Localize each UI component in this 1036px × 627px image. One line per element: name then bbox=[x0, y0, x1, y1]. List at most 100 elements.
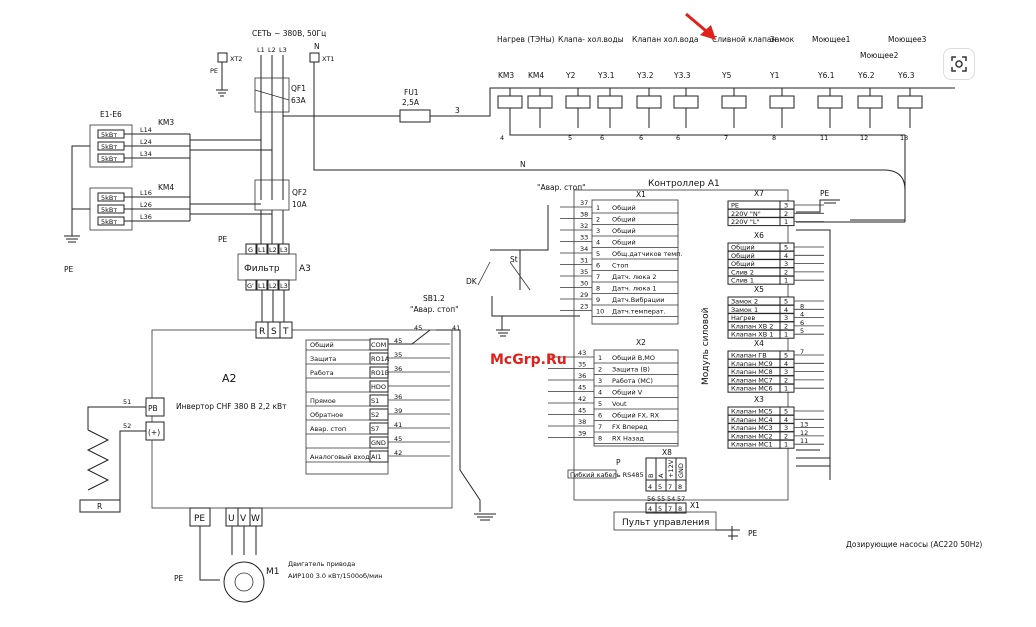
sensor-return bbox=[491, 296, 580, 330]
io-pin-box bbox=[369, 352, 389, 365]
load-ref: Y6.1 bbox=[817, 71, 835, 80]
filter-out-label: G' bbox=[247, 282, 254, 290]
io-pin-label: S7 bbox=[371, 425, 379, 433]
io-pin-box bbox=[369, 394, 389, 407]
connector-wire-number: 13 bbox=[800, 421, 808, 429]
x1-wire-number: 31 bbox=[580, 257, 588, 265]
connector-wire-number: 8 bbox=[800, 302, 804, 310]
x1-row-label: Датч. люка 1 bbox=[612, 285, 657, 293]
load-caption: Клапа- хол.воды bbox=[558, 35, 624, 44]
neutral-wire-label: N bbox=[520, 160, 526, 169]
inverter-a2 bbox=[151, 329, 453, 509]
qf1-switch-mark bbox=[254, 89, 290, 101]
io-row-label: Авар. стоп bbox=[310, 425, 346, 433]
watermark: McGrp.Ru bbox=[490, 352, 567, 368]
x8-pin-number: 4 bbox=[648, 483, 652, 491]
fuse-rating: 2,5A bbox=[402, 98, 420, 107]
contactor-km3-label: KM3 bbox=[158, 118, 174, 127]
x7-pe-label: PE bbox=[820, 189, 830, 198]
connector-row-label: Клапан МС6 bbox=[731, 385, 773, 393]
motor-m1 bbox=[223, 561, 265, 603]
io-pin-label: S2 bbox=[371, 411, 379, 419]
connector-row-label: Клапан МС2 bbox=[731, 432, 773, 440]
load-ref: KM4 bbox=[528, 71, 544, 80]
load-wire-number: 4 bbox=[500, 134, 504, 142]
io-wire-label: 35 bbox=[394, 351, 402, 359]
load-wire-number: 6 bbox=[639, 134, 643, 142]
filter-out-g bbox=[245, 279, 257, 291]
load-wire-number: 13 bbox=[900, 134, 908, 142]
motor-desc: Двигатель привода bbox=[288, 560, 355, 568]
io-pin-box bbox=[369, 422, 389, 435]
connector-row-number: 5 bbox=[784, 298, 788, 306]
load-caption: Моющее3 bbox=[888, 35, 927, 44]
io-row-label: Общий bbox=[310, 341, 334, 349]
connector-row-number: 2 bbox=[784, 322, 788, 330]
load-coil bbox=[673, 95, 699, 109]
heater-line-l34: L34 bbox=[140, 150, 152, 158]
connector-row-label: Клапан ГВ bbox=[731, 352, 767, 360]
panel-pin-number: 7 bbox=[668, 505, 672, 513]
x8-col-label: GND bbox=[677, 463, 685, 478]
heater-cell-label: 5kВт bbox=[101, 143, 117, 151]
load-ref: Y3.2 bbox=[636, 71, 654, 80]
load-ref: Y3.1 bbox=[597, 71, 615, 80]
connector-row-number: 1 bbox=[784, 441, 788, 449]
filter-out-label: L2' bbox=[269, 282, 279, 290]
heater-line-l16: L16 bbox=[140, 189, 152, 197]
x1-row-label: Датч. люка 2 bbox=[612, 273, 657, 281]
inverter-term-label: S bbox=[271, 327, 277, 337]
inverter-plus-label: (+) bbox=[148, 428, 160, 437]
inverter-term-label: T bbox=[282, 327, 289, 337]
controller-estop-caption: "Авар. стоп" bbox=[537, 183, 586, 192]
inverter-out-label: PE bbox=[194, 514, 205, 524]
connector-row-number: 5 bbox=[784, 408, 788, 416]
phase-l1: L1 bbox=[257, 46, 265, 54]
connector-row-label: Общий bbox=[731, 244, 755, 252]
control-panel bbox=[613, 511, 717, 531]
connector-row-label: Замок 2 bbox=[731, 298, 758, 306]
rs485-cable bbox=[567, 469, 617, 479]
connector-row-number: 1 bbox=[784, 331, 788, 339]
fuse-fu1 bbox=[399, 109, 431, 123]
io-row-label: Обратное bbox=[310, 411, 343, 419]
sensor-loop bbox=[490, 205, 549, 290]
x2-row-label: Общий FX, RX bbox=[612, 412, 660, 420]
connector-row-label: Клапан МС3 bbox=[731, 424, 773, 432]
terminal-xt1 bbox=[309, 52, 320, 63]
io-pin-label: AI1 bbox=[371, 453, 382, 461]
load-return-bus bbox=[509, 118, 906, 222]
x2-row-label: Защита (B) bbox=[612, 366, 650, 374]
control-panel-name: Пульт управления bbox=[622, 518, 709, 528]
x2-row-number: 6 bbox=[598, 412, 602, 420]
wire-3-label: 3 bbox=[455, 106, 460, 115]
heater-cell-label: 5kВт bbox=[101, 206, 117, 214]
load-ref: Y6.3 bbox=[897, 71, 915, 80]
lens-search-button[interactable] bbox=[943, 48, 975, 80]
x2-wire-number: 45 bbox=[578, 407, 586, 415]
connector-row-label: Клапан ХВ 1 bbox=[731, 331, 773, 339]
panel-pin-number: 4 bbox=[648, 505, 652, 513]
x1-row-number: 3 bbox=[596, 227, 600, 235]
brake-wire-51: 51 bbox=[123, 398, 131, 406]
filter-to-inverter bbox=[261, 290, 285, 322]
connector-row-number: 3 bbox=[784, 260, 788, 268]
load-wire-number: 6 bbox=[600, 134, 604, 142]
sensor-switches bbox=[477, 261, 531, 291]
load-wire-number: 8 bbox=[772, 134, 776, 142]
power-module-frame bbox=[573, 189, 789, 501]
x8-pin-number: 7 bbox=[668, 483, 672, 491]
x2-wire-number: 43 bbox=[578, 349, 586, 357]
power-module-label: Модуль силовой bbox=[701, 307, 711, 385]
x1-wire-number: 34 bbox=[580, 245, 588, 253]
connector-row-number: 3 bbox=[784, 424, 788, 432]
x2-row-number: 4 bbox=[598, 389, 602, 397]
x1-row-label: Датч.Вибрации bbox=[612, 296, 664, 304]
x8-col-label: B bbox=[647, 474, 655, 478]
terminal-xt2-label: XT2 bbox=[230, 55, 242, 63]
inverter-out-label: U bbox=[228, 514, 235, 524]
load-coil bbox=[636, 95, 662, 109]
